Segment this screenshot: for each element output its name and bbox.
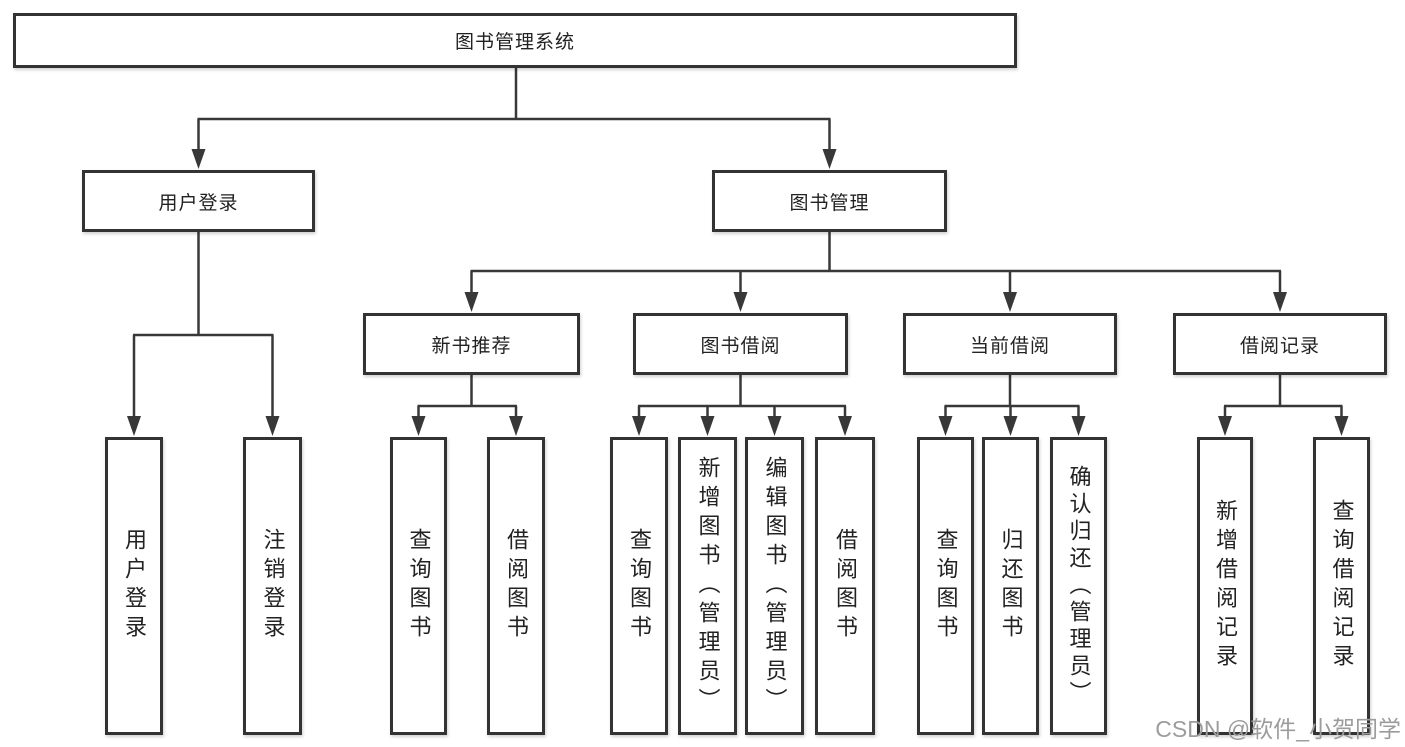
node-label: 查询图书 [933, 528, 959, 644]
node-label: 图书管理 [789, 192, 870, 214]
leaf-query-books-current: 查询图书 [917, 437, 974, 735]
node-label: 用户登录 [158, 192, 239, 214]
node-label: 借阅图书 [833, 528, 858, 644]
leaf-confirm-return-admin: 确认归还（管理员） [1050, 437, 1107, 735]
node-label: 图书管理系统 [454, 32, 575, 53]
leaf-add-book-admin: 新增图书（管理员） [678, 437, 737, 735]
node-library-management-system: 图书管理系统 [13, 13, 1017, 68]
node-label: 借阅记录 [1239, 335, 1320, 357]
node-label: 新增图书（管理员） [695, 455, 721, 717]
leaf-borrow-books-recommend: 借阅图书 [487, 437, 545, 735]
node-label: 查询图书 [406, 528, 432, 644]
connector-current-borrowing [938, 375, 1086, 436]
node-label: 确认归还（管理员） [1066, 464, 1092, 708]
leaf-return-books: 归还图书 [982, 437, 1039, 735]
leaf-query-books-recommend: 查询图书 [390, 437, 447, 735]
leaf-query-books-borrowing: 查询图书 [610, 437, 668, 735]
node-book-borrowing: 图书借阅 [633, 313, 848, 375]
node-borrow-records: 借阅记录 [1173, 313, 1387, 375]
node-book-management: 图书管理 [712, 170, 947, 232]
node-label: 新书推荐 [431, 335, 512, 357]
node-label: 用户登录 [122, 528, 147, 644]
node-label: 编辑图书（管理员） [762, 455, 788, 717]
connector-root [191, 68, 837, 169]
node-label: 图书借阅 [700, 335, 781, 357]
node-label: 借阅图书 [504, 528, 529, 644]
connector-book-management [464, 232, 1287, 312]
connector-user-login [127, 232, 280, 436]
leaf-add-borrow-record: 新增借阅记录 [1197, 437, 1253, 735]
node-new-book-recommend: 新书推荐 [363, 313, 580, 375]
node-label: 新增借阅记录 [1213, 499, 1238, 673]
leaf-user-login: 用户登录 [105, 437, 163, 735]
node-current-borrowing: 当前借阅 [903, 313, 1117, 375]
leaf-edit-book-admin: 编辑图书（管理员） [745, 437, 804, 735]
watermark: CSDN @软件_小贺同学 [1155, 716, 1401, 742]
leaf-query-borrow-record: 查询借阅记录 [1313, 437, 1370, 735]
node-label: 注销登录 [260, 528, 286, 644]
connector-new-book-recommend [411, 375, 523, 436]
leaf-borrow-books-borrowing: 借阅图书 [815, 437, 875, 735]
connector-borrow-records [1218, 375, 1349, 436]
node-user-login: 用户登录 [82, 170, 315, 232]
connector-book-borrowing [632, 375, 852, 436]
node-label: 查询图书 [627, 528, 652, 644]
node-label: 归还图书 [998, 528, 1024, 644]
node-label: 查询借阅记录 [1329, 499, 1355, 673]
node-label: 当前借阅 [969, 335, 1050, 357]
leaf-logout: 注销登录 [243, 437, 302, 735]
